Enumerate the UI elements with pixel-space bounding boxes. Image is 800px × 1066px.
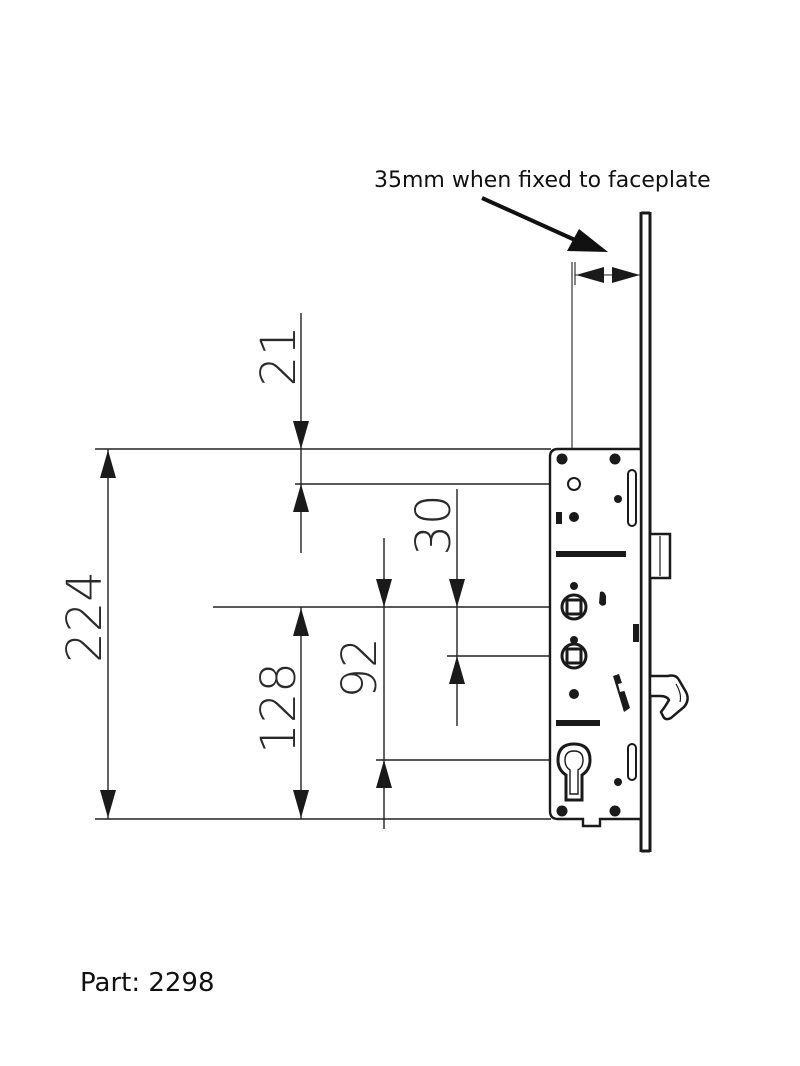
- faceplate-note: 35mm when fixed to faceplate: [374, 168, 711, 193]
- part-number-label: Part: 2298: [80, 968, 215, 998]
- dim-30-label: 30: [406, 494, 462, 555]
- dim-224-label: 224: [57, 571, 113, 663]
- lock-case: [548, 447, 643, 828]
- faceplate: [639, 211, 652, 853]
- latch-bolt: [648, 532, 672, 580]
- dim-92: 92: [332, 538, 392, 829]
- backset-dimension: [574, 262, 642, 285]
- dim-21: 21: [251, 313, 309, 553]
- callout-arrow: [481, 196, 608, 252]
- hook-bolt: [648, 674, 689, 721]
- dim-30: 30: [406, 489, 465, 726]
- dim-128-label: 128: [251, 662, 307, 754]
- dim-92-label: 92: [332, 637, 388, 698]
- dim-128: 128: [251, 607, 309, 819]
- extension-lines: [95, 262, 573, 820]
- dim-21-label: 21: [251, 325, 307, 386]
- dim-224: 224: [57, 449, 116, 819]
